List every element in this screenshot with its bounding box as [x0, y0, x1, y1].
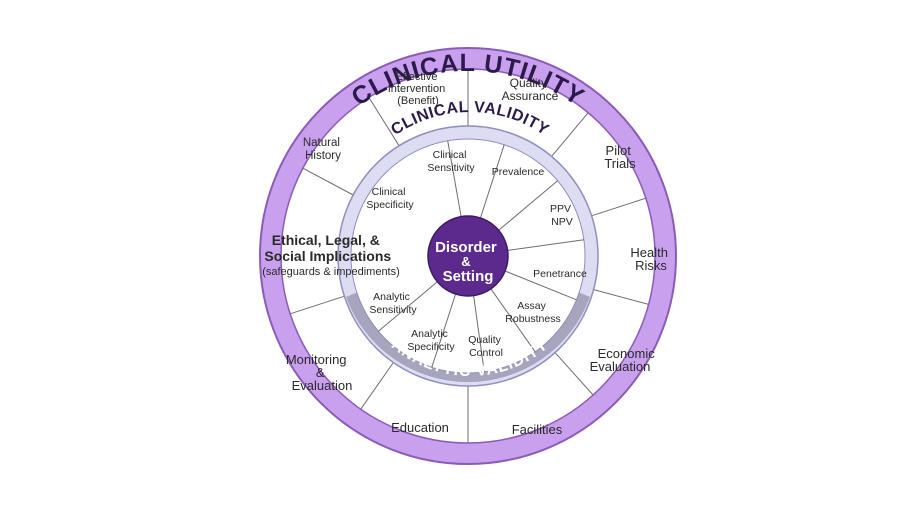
pilot-trials-line-1: Pilot — [606, 143, 632, 158]
validity-divider-4 — [507, 239, 584, 251]
validity-divider-2 — [479, 144, 505, 219]
validity-dividers — [378, 140, 584, 372]
validity-divider-1 — [447, 140, 462, 217]
penetrance-line-1: Penetrance — [533, 268, 587, 280]
analytic-sensitivity-line-1: Analytic — [373, 291, 410, 303]
analytic-specificity-line-1: Analytic — [411, 328, 448, 340]
effective-intervention-line-3: (Benefit) — [397, 95, 439, 107]
clinical-specificity-line-1: Clinical — [372, 186, 406, 198]
validity-divider-5 — [504, 270, 577, 301]
health-risks-line-1: Health — [630, 245, 668, 260]
segment-prevalence: Prevalence — [492, 166, 545, 178]
utility-dividers — [290, 69, 649, 443]
utility-divider-9 — [302, 167, 354, 196]
quality-control-line-2: Control — [469, 347, 503, 359]
validity-divider-6 — [490, 288, 536, 353]
segment-analytic-specificity: Analytic Specificity — [407, 328, 455, 353]
health-risks-line-2: Risks — [635, 258, 667, 273]
segment-clinical-sensitivity: Clinical Sensitivity — [427, 149, 475, 174]
utility-divider-8 — [290, 295, 345, 315]
validity-divider-3 — [498, 180, 558, 231]
ppv-npv-line-1: PPV — [550, 203, 571, 215]
segment-ppv-npv: PPV NPV — [550, 203, 574, 228]
segment-pilot-trials: Pilot Trials — [604, 143, 636, 171]
segment-monitoring-evaluation: Monitoring & Evaluation — [286, 352, 353, 393]
clinical-specificity-line-2: Specificity — [366, 199, 414, 211]
segment-education: Education — [391, 420, 449, 435]
analytic-validity-band — [346, 292, 590, 383]
elsi-title-line-2: Social Implications — [264, 248, 391, 264]
segment-quality-control: Quality Control — [468, 334, 504, 359]
ppv-npv-line-2: NPV — [551, 216, 573, 228]
economic-evaluation-line-1: Economic — [598, 346, 656, 361]
analytic-specificity-line-2: Specificity — [407, 341, 455, 353]
segment-economic-evaluation: Economic Evaluation — [590, 346, 659, 374]
utility-divider-3 — [591, 197, 646, 217]
validity-divider-8 — [431, 293, 457, 368]
monitoring-line-1: Monitoring — [286, 352, 347, 367]
economic-evaluation-line-2: Evaluation — [590, 359, 651, 374]
effective-intervention-line-1: Effective — [395, 71, 437, 83]
center-label: Disorder & Setting — [435, 239, 501, 285]
assay-robustness-line-2: Robustness — [505, 313, 560, 325]
segment-effective-intervention: Effective Intervention (Benefit) — [388, 71, 449, 107]
elsi-title-line-1: Ethical, Legal, & — [272, 232, 380, 248]
monitoring-line-2: & — [316, 365, 325, 380]
segment-natural-history: Natural History — [303, 137, 343, 162]
segment-penetrance: Penetrance — [533, 268, 587, 280]
education-line-1: Education — [391, 420, 449, 435]
monitoring-line-3: Evaluation — [292, 378, 353, 393]
center-circle — [427, 215, 509, 297]
facilities-line-1: Facilities — [512, 422, 563, 437]
segment-clinical-specificity: Clinical Specificity — [366, 186, 414, 211]
pilot-trials-line-2: Trials — [604, 156, 636, 171]
natural-history-line-2: History — [305, 150, 341, 162]
clinical-sensitivity-line-2: Sensitivity — [427, 162, 475, 174]
validity-divider-9 — [378, 281, 438, 332]
utility-divider-2 — [551, 112, 589, 157]
natural-history-line-1: Natural — [303, 137, 340, 149]
elsi-subtitle: (safeguards & impediments) — [262, 266, 400, 278]
assay-robustness-line-1: Assay — [517, 300, 546, 312]
utility-divider-4 — [593, 289, 649, 305]
analytic-sensitivity-line-2: Sensitivity — [369, 304, 417, 316]
utility-divider-10 — [368, 97, 400, 147]
quality-assurance-line-2: Assurance — [502, 89, 559, 103]
effective-intervention-line-2: Intervention — [388, 83, 445, 95]
quality-control-line-1: Quality — [468, 334, 501, 346]
segment-analytic-sensitivity: Analytic Sensitivity — [369, 291, 417, 316]
center-line-3: Setting — [443, 268, 494, 285]
center-line-1: Disorder — [435, 239, 497, 256]
quality-assurance-line-1: Quality — [510, 76, 547, 90]
segment-assay-robustness: Assay Robustness — [505, 300, 560, 325]
segment-elsi: Ethical, Legal, & Social Implications (s… — [262, 232, 400, 278]
segment-facilities: Facilities — [512, 422, 563, 437]
clinical-sensitivity-line-1: Clinical — [433, 149, 467, 161]
prevalence-line-1: Prevalence — [492, 166, 545, 178]
utility-divider-5 — [554, 352, 594, 396]
validity-divider-7 — [473, 295, 485, 372]
segment-quality-assurance: Quality Assurance — [502, 76, 559, 103]
utility-divider-7 — [360, 362, 394, 410]
segment-health-risks: Health Risks — [630, 245, 671, 273]
center-line-2: & — [461, 254, 470, 269]
